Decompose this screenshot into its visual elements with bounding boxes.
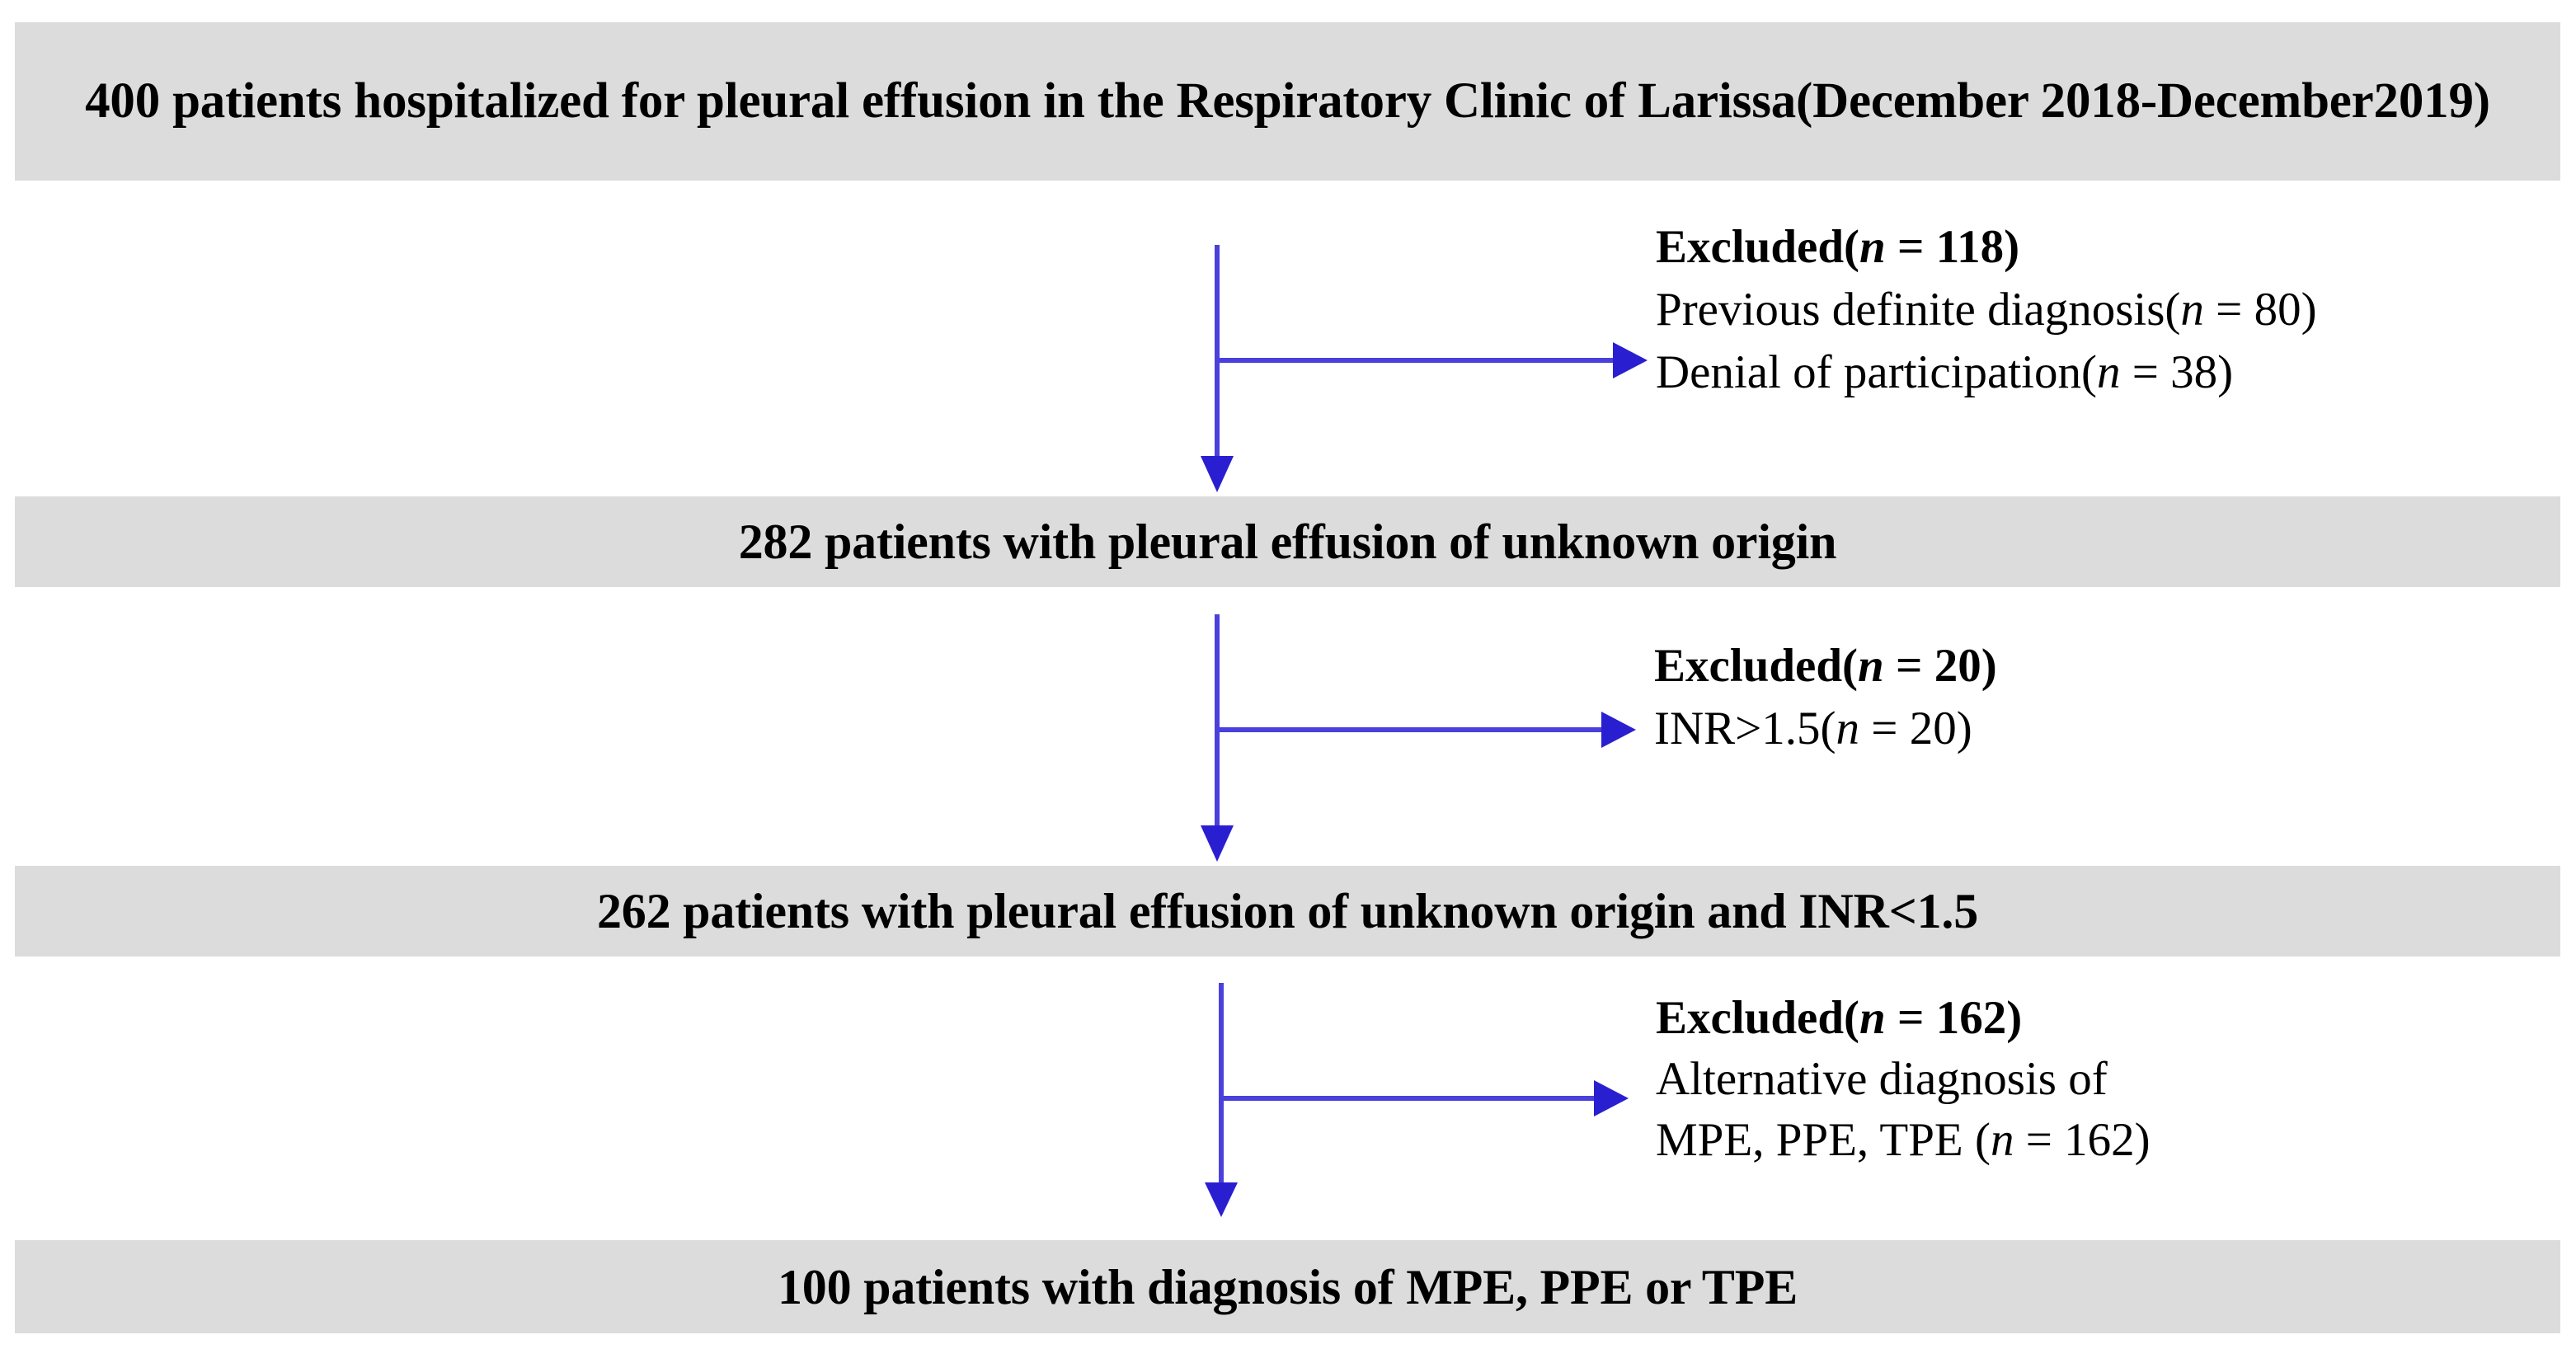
exclusion-block-1: Excluded(n = 118) Previous definite diag… <box>1656 216 2317 403</box>
stage-box-final-cohort: 100 patients with diagnosis of MPE, PPE … <box>15 1240 2560 1333</box>
stage-box-label: 282 patients with pleural effusion of un… <box>738 515 1837 569</box>
exclusion-1-heading: Excluded(n = 118) <box>1656 221 2020 273</box>
stage-box-unknown-origin: 282 patients with pleural effusion of un… <box>15 496 2560 587</box>
connector-1-down-arrowhead <box>1201 456 1234 492</box>
connector-2-down-arrowhead <box>1201 825 1234 862</box>
connector-1-arrows <box>1154 235 1666 492</box>
connector-3-arrows <box>1159 973 1670 1229</box>
exclusion-3-reason-1: Alternative diagnosis of <box>1656 1053 2108 1106</box>
connector-3-right-arrowhead <box>1594 1080 1629 1116</box>
exclusion-2-heading: Excluded(n = 20) <box>1654 640 1997 692</box>
connector-3-down-arrowhead <box>1205 1182 1238 1217</box>
connector-3-svg <box>1205 983 1629 1217</box>
exclusion-block-3: Excluded(n = 162) Alternative diagnosis … <box>1656 988 2151 1171</box>
connector-1-svg <box>1201 245 1648 492</box>
stage-box-label: 262 patients with pleural effusion of un… <box>596 884 1979 938</box>
exclusion-1-reason-2: Denial of participation(n = 38) <box>1656 345 2234 398</box>
exclusion-2-reason-1: INR>1.5(n = 20) <box>1654 702 1972 754</box>
exclusion-3-heading: Excluded(n = 162) <box>1656 992 2023 1044</box>
connector-2-right-arrowhead <box>1601 712 1636 748</box>
connector-2-svg <box>1201 614 1636 862</box>
connector-1-right-arrowhead <box>1613 342 1648 378</box>
exclusion-1-reason-1: Previous definite diagnosis(n = 80) <box>1656 283 2317 336</box>
stage-box-enrollment: 400 patients hospitalized for pleural ef… <box>15 22 2560 181</box>
connector-2-arrows <box>1154 604 1666 862</box>
stage-box-label: 400 patients hospitalized for pleural ef… <box>85 73 2490 129</box>
stage-box-inr-filtered: 262 patients with pleural effusion of un… <box>15 866 2560 957</box>
stage-box-label: 100 patients with diagnosis of MPE, PPE … <box>777 1259 1798 1314</box>
exclusion-3-reason-2: MPE, PPE, TPE (n = 162) <box>1656 1114 2151 1167</box>
exclusion-block-2: Excluded(n = 20) INR>1.5(n = 20) <box>1654 635 1997 760</box>
